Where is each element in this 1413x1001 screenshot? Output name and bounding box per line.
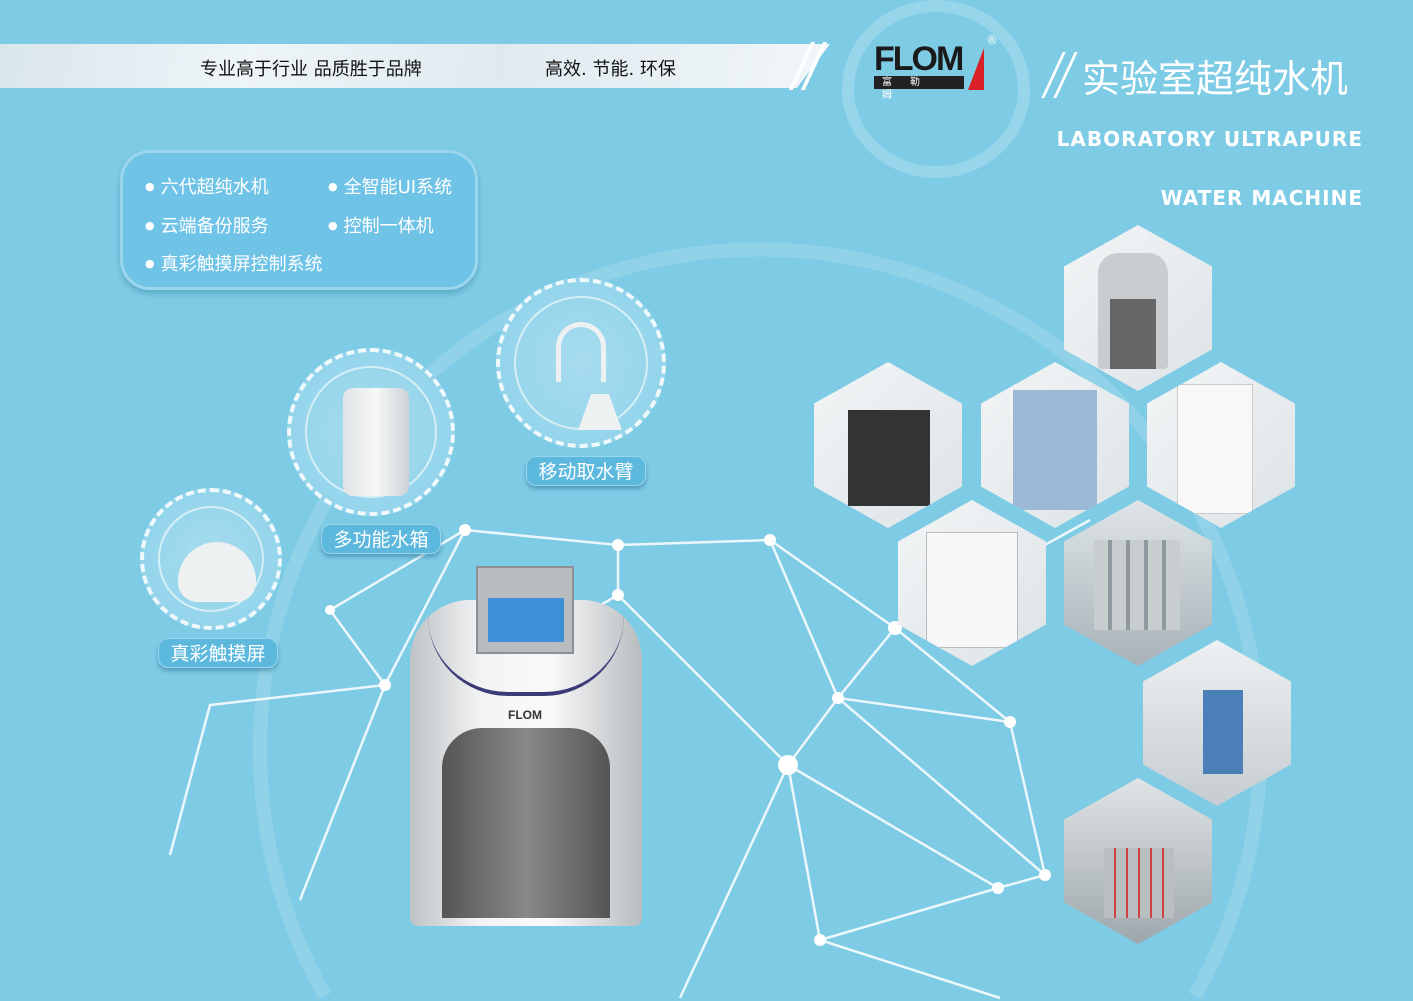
flom-logo: FLOM 富勒姆	[874, 42, 986, 101]
arm-circle	[496, 278, 666, 448]
slogan-quality: 专业高于行业 品质胜于品牌	[200, 59, 422, 80]
subtitle-en-2: WATER MACHINE	[1160, 186, 1363, 210]
touchscreen-circle	[140, 488, 282, 630]
tank-circle	[287, 348, 455, 516]
slogan-efficiency: 高效. 节能. 环保	[545, 59, 676, 80]
product-hex-filters	[814, 362, 962, 528]
feature-item: 全智能UI系统	[328, 173, 452, 199]
features-box: 六代超纯水机 全智能UI系统 云端备份服务 控制一体机 真彩触摸屏控制系统	[120, 150, 478, 290]
product-hex-floor-unit	[898, 500, 1046, 666]
feature-item: 六代超纯水机	[145, 173, 269, 199]
touchscreen-label: 真彩触摸屏	[158, 638, 278, 668]
slogan-banner: 专业高于行业 品质胜于品牌 高效. 节能. 环保	[0, 44, 830, 88]
feature-item: 真彩触摸屏控制系统	[145, 250, 323, 276]
machine-screen	[476, 566, 574, 654]
subtitle-en-1: LABORATORY ULTRAPURE	[1056, 127, 1363, 151]
page-title: 实验室超纯水机	[1082, 57, 1349, 101]
feature-item: 控制一体机	[328, 212, 434, 238]
arm-label: 移动取水臂	[526, 456, 646, 486]
main-machine-image: FLOM	[410, 600, 642, 926]
tank-label: 多功能水箱	[321, 524, 441, 554]
registered-mark: ®	[986, 33, 998, 47]
feature-item: 云端备份服务	[145, 212, 269, 238]
